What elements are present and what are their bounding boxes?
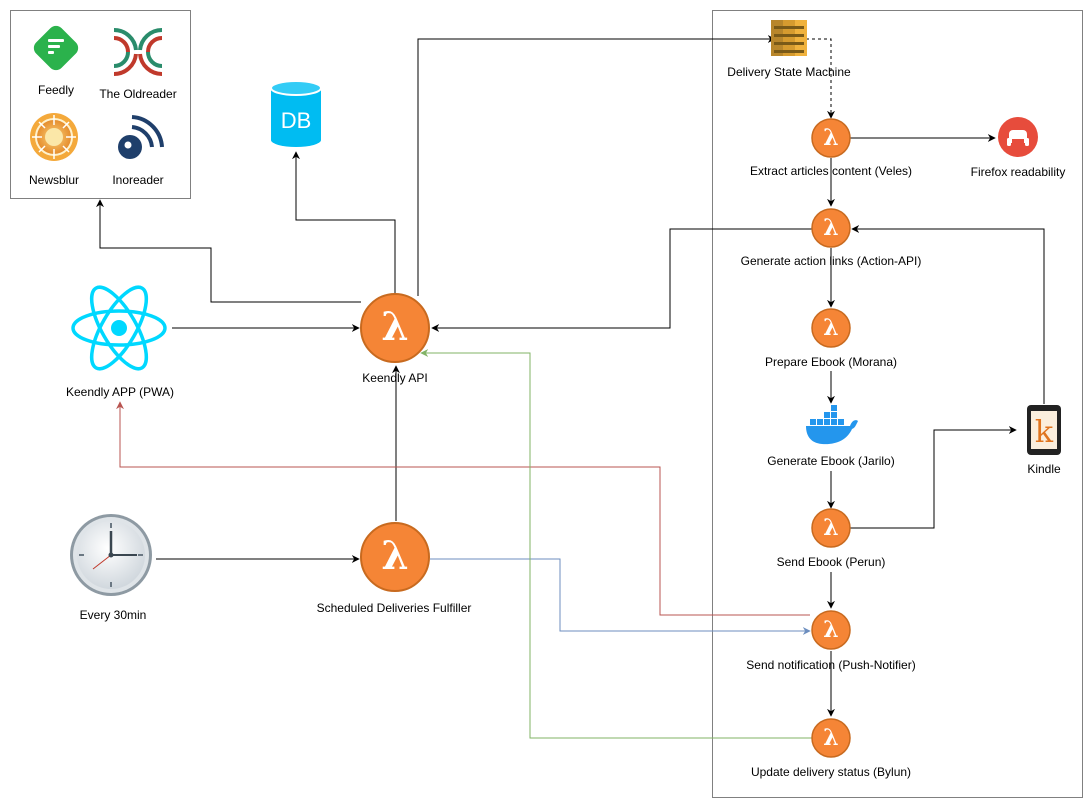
fulfiller-lambda-icon: λ: [360, 522, 430, 592]
lambda-glyph: λ: [823, 725, 838, 751]
extract-label: Extract articles content (Veles): [749, 164, 913, 178]
rss-sources-container: [10, 10, 191, 199]
db-label: DB: [281, 108, 312, 133]
actions-lambda-icon: λ: [811, 208, 851, 248]
inoreader-icon: [118, 115, 164, 159]
notify-lambda-icon: λ: [811, 610, 851, 650]
edge-api-to-state-machine: [417, 35, 776, 296]
edge-notify-to-app: [116, 401, 810, 616]
clock-label: Every 30min: [79, 608, 147, 622]
docker-icon: [806, 405, 858, 445]
api-label: Keendly API: [362, 371, 428, 385]
newsblur-icon: [30, 113, 78, 161]
fulfiller-label: Scheduled Deliveries Fulfiller: [316, 601, 472, 615]
lambda-glyph: λ: [823, 515, 838, 541]
generate-label: Generate Ebook (Jarilo): [767, 454, 895, 468]
lambda-glyph: λ: [823, 617, 838, 643]
edge-update-to-api: [420, 349, 812, 739]
newsblur-label: Newsblur: [28, 173, 80, 187]
edge-api-to-db: [292, 151, 396, 295]
lambda-glyph: λ: [823, 315, 838, 341]
oldreader-label: The Oldreader: [99, 87, 177, 101]
update-label: Update delivery status (Bylun): [750, 765, 912, 779]
kindle-icon: k: [1027, 405, 1061, 455]
actions-label: Generate action links (Action-API): [740, 254, 922, 268]
edge-state-machine-to-extract: [806, 38, 835, 119]
lambda-glyph: λ: [823, 215, 838, 241]
edge-actions-to-api: [431, 228, 812, 332]
step-functions-icon: [771, 20, 807, 56]
feedly-icon: [33, 25, 79, 71]
edge-send-to-kindle: [850, 426, 1017, 529]
edge-api-to-sources: [96, 199, 361, 303]
inoreader-label: Inoreader: [112, 173, 164, 187]
send-label: Send Ebook (Perun): [776, 555, 886, 569]
database-icon: DB: [270, 80, 322, 147]
firefox-label: Firefox readability: [970, 165, 1066, 179]
lambda-glyph: λ: [381, 533, 408, 579]
app-label: Keendly APP (PWA): [65, 385, 175, 399]
clock-icon: [70, 514, 152, 596]
kindle-label: Kindle: [1027, 462, 1061, 476]
firefox-icon: [998, 117, 1038, 157]
edge-fulfiller-to-notify: [430, 558, 811, 635]
oldreader-icon: [113, 27, 163, 77]
feedly-label: Feedly: [37, 83, 75, 97]
lambda-glyph: λ: [381, 304, 408, 350]
api-lambda-icon: λ: [360, 293, 430, 363]
update-lambda-icon: λ: [811, 718, 851, 758]
extract-lambda-icon: λ: [811, 118, 851, 158]
state-machine-label: Delivery State Machine: [727, 65, 851, 79]
kindle-glyph: k: [1035, 415, 1054, 450]
notify-label: Send notification (Push-Notifier): [746, 658, 916, 672]
prepare-lambda-icon: λ: [811, 308, 851, 348]
send-lambda-icon: λ: [811, 508, 851, 548]
react-icon: [71, 285, 167, 371]
lambda-glyph: λ: [823, 125, 838, 151]
prepare-label: Prepare Ebook (Morana): [764, 355, 898, 369]
delivery-state-machine-container: [712, 10, 1083, 798]
edge-kindle-to-actions: [851, 225, 1045, 404]
